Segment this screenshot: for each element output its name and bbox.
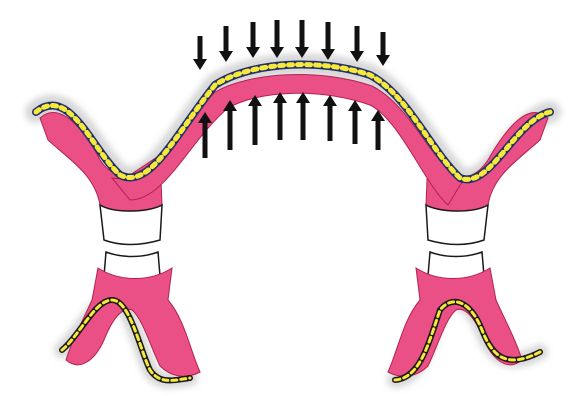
- arrow-up-icon: [323, 95, 337, 141]
- arrow-down-icon: [295, 20, 309, 58]
- arrow-down-icon: [246, 22, 260, 58]
- arrow-down-icon: [219, 26, 233, 62]
- left-bone-upper: [100, 205, 162, 245]
- arrow-down-icon: [350, 26, 364, 62]
- arrow-up-icon: [273, 92, 287, 140]
- arrow-down-icon: [193, 36, 207, 70]
- arrow-up-icon: [248, 95, 262, 145]
- arrow-up-icon: [296, 92, 310, 140]
- arrow-down-icon: [270, 20, 284, 58]
- arrow-up-icon: [371, 110, 385, 150]
- arrow-up-icon: [348, 100, 362, 144]
- right-bone-upper: [426, 205, 488, 245]
- arrow-down-icon: [376, 32, 390, 66]
